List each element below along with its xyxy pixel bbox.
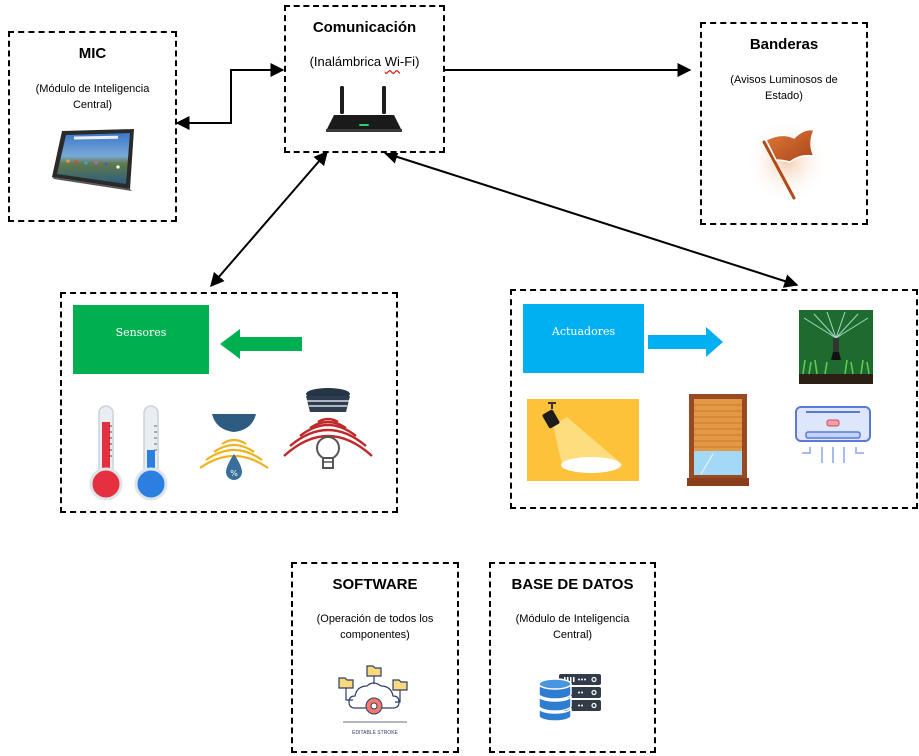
sensores-label-block: Sensores [73, 305, 209, 374]
banderas-title: Banderas [749, 36, 819, 53]
cloud-gear-icon [338, 665, 408, 723]
connector-comunicacion-mic [175, 63, 285, 130]
window-blind-icon [687, 394, 749, 486]
connector-comunicacion-sensores [210, 150, 328, 288]
tablet-icon [52, 129, 134, 191]
comunicacion-title: Comunicación [312, 19, 417, 36]
arrow-left-icon [220, 329, 302, 359]
comunicacion-subtitle: (Inalámbrica Wi-Fi) [309, 54, 420, 69]
software-icon-caption: EDITABLE STROKE [352, 730, 398, 736]
software-node: SOFTWARE (Operación de todos los compone… [291, 562, 459, 753]
svg-text:%: % [230, 469, 238, 478]
software-subtitle: (Operación de todos los componentes) [316, 613, 434, 641]
spotlight-icon [527, 399, 639, 481]
actuadores-label-block: Actuadores [523, 304, 644, 373]
banderas-node: Banderas (Avisos Luminosos de Estado) [700, 22, 868, 225]
base-datos-subtitle: (Módulo de Inteligencia Central) [515, 613, 630, 641]
comunicacion-node: Comunicación (Inalámbrica Wi-Fi) [284, 5, 445, 153]
sprinkler-icon [799, 310, 873, 384]
thermometer-cold-icon [134, 405, 168, 501]
banderas-subtitle: (Avisos Luminosos de Estado) [730, 74, 838, 102]
light-sensor-icon [283, 388, 373, 469]
base-datos-title: BASE DE DATOS [511, 576, 634, 593]
thermometer-hot-icon [89, 405, 123, 501]
mic-subtitle: (Módulo de Inteligencia Central) [35, 83, 150, 111]
sensores-node: Sensores % [60, 292, 398, 513]
base-datos-node: BASE DE DATOS (Módulo de Inteligencia Ce… [489, 562, 656, 753]
wifi-router-icon [326, 86, 402, 132]
air-conditioner-icon [795, 406, 871, 463]
arrow-right-icon [648, 327, 723, 357]
humidity-sensor-icon: % [199, 414, 269, 480]
database-server-icon [538, 674, 601, 722]
actuadores-node: Actuadores [510, 289, 918, 509]
flag-icon [745, 119, 829, 203]
mic-node: MIC (Módulo de Inteligencia Central) [8, 31, 177, 222]
mic-title: MIC [78, 45, 107, 62]
software-title: SOFTWARE [332, 576, 418, 593]
